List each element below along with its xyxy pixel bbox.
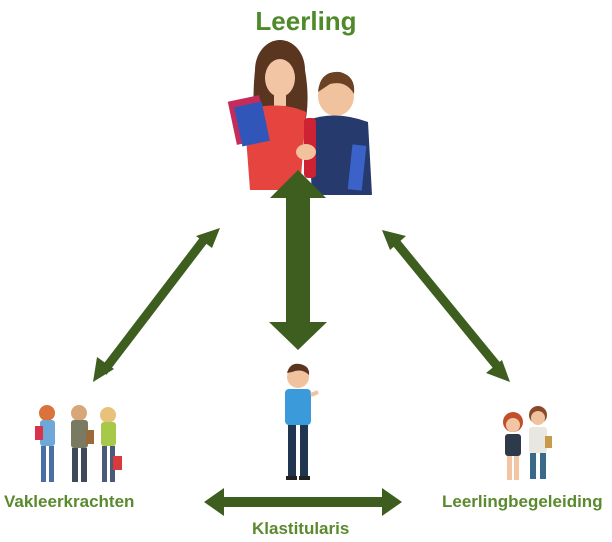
arrow-left-diagonal: [93, 228, 220, 382]
arrow-right-diagonal: [382, 230, 510, 382]
arrow-horizontal: [204, 488, 402, 516]
counselors-icon: [503, 406, 552, 480]
node-label-klastitularis: Klastitularis: [252, 519, 350, 538]
class-teacher-icon: [285, 363, 319, 480]
students-photo: [227, 40, 372, 195]
diagram-title: Leerling: [255, 6, 357, 36]
arrow-vertical: [269, 170, 327, 350]
teachers-group-icon: [35, 405, 122, 482]
node-label-leerlingbegeleiding: Leerlingbegeleiding: [442, 492, 603, 511]
node-label-vakleerkrachten: Vakleerkrachten: [4, 492, 135, 511]
